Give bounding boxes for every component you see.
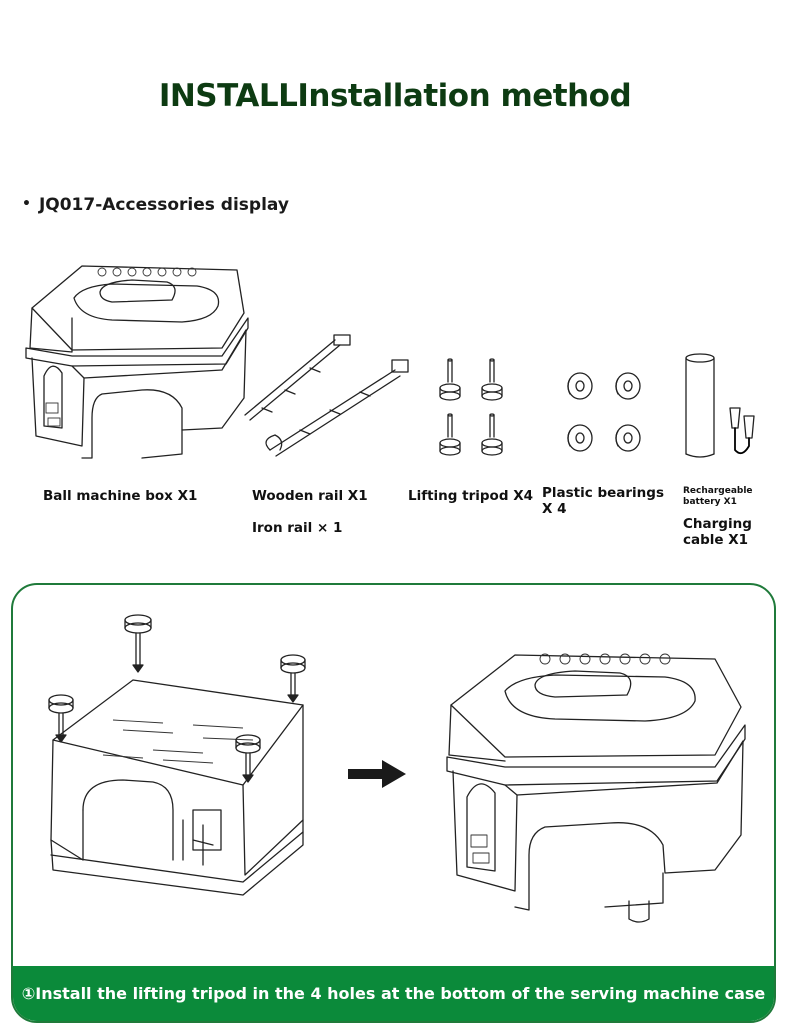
plastic-bearings-illustration — [567, 372, 641, 452]
accessory-label-lifting-tripod: Lifting tripod X4 — [408, 488, 534, 504]
bullet: • — [22, 196, 31, 212]
accessories-section-heading: • JQ017-Accessories display — [22, 195, 289, 215]
accessory-label-plastic-bearings: Plastic bearings X 4 — [542, 485, 664, 517]
accessory-label-charging-cable: Charging cable X1 — [683, 516, 752, 548]
lifting-tripod-illustration — [439, 358, 503, 456]
page-title: INSTALLInstallation method — [158, 78, 632, 114]
accessories-section-title: JQ017-Accessories display — [38, 195, 289, 215]
rails-illustration — [244, 334, 409, 457]
accessory-label-wooden-rail: Wooden rail X1 — [252, 488, 368, 504]
right-arrow-icon — [348, 760, 406, 788]
case-upright-illustration — [446, 653, 746, 923]
battery-and-cable-illustration — [685, 353, 755, 458]
instruction-text: ①Install the lifting tripod in the 4 hol… — [21, 984, 766, 1003]
accessory-label-iron-rail: Iron rail × 1 — [252, 520, 343, 536]
accessory-label-ball-machine-box: Ball machine box X1 — [43, 488, 198, 504]
accessory-label-rechargeable-battery: Rechargeable battery X1 — [683, 486, 753, 507]
ball-machine-box-illustration — [25, 265, 249, 459]
install-step-panel: ①Install the lifting tripod in the 4 hol… — [11, 583, 776, 1023]
case-with-tripods-illustration — [48, 614, 306, 896]
instruction-banner: ①Install the lifting tripod in the 4 hol… — [13, 966, 774, 1021]
